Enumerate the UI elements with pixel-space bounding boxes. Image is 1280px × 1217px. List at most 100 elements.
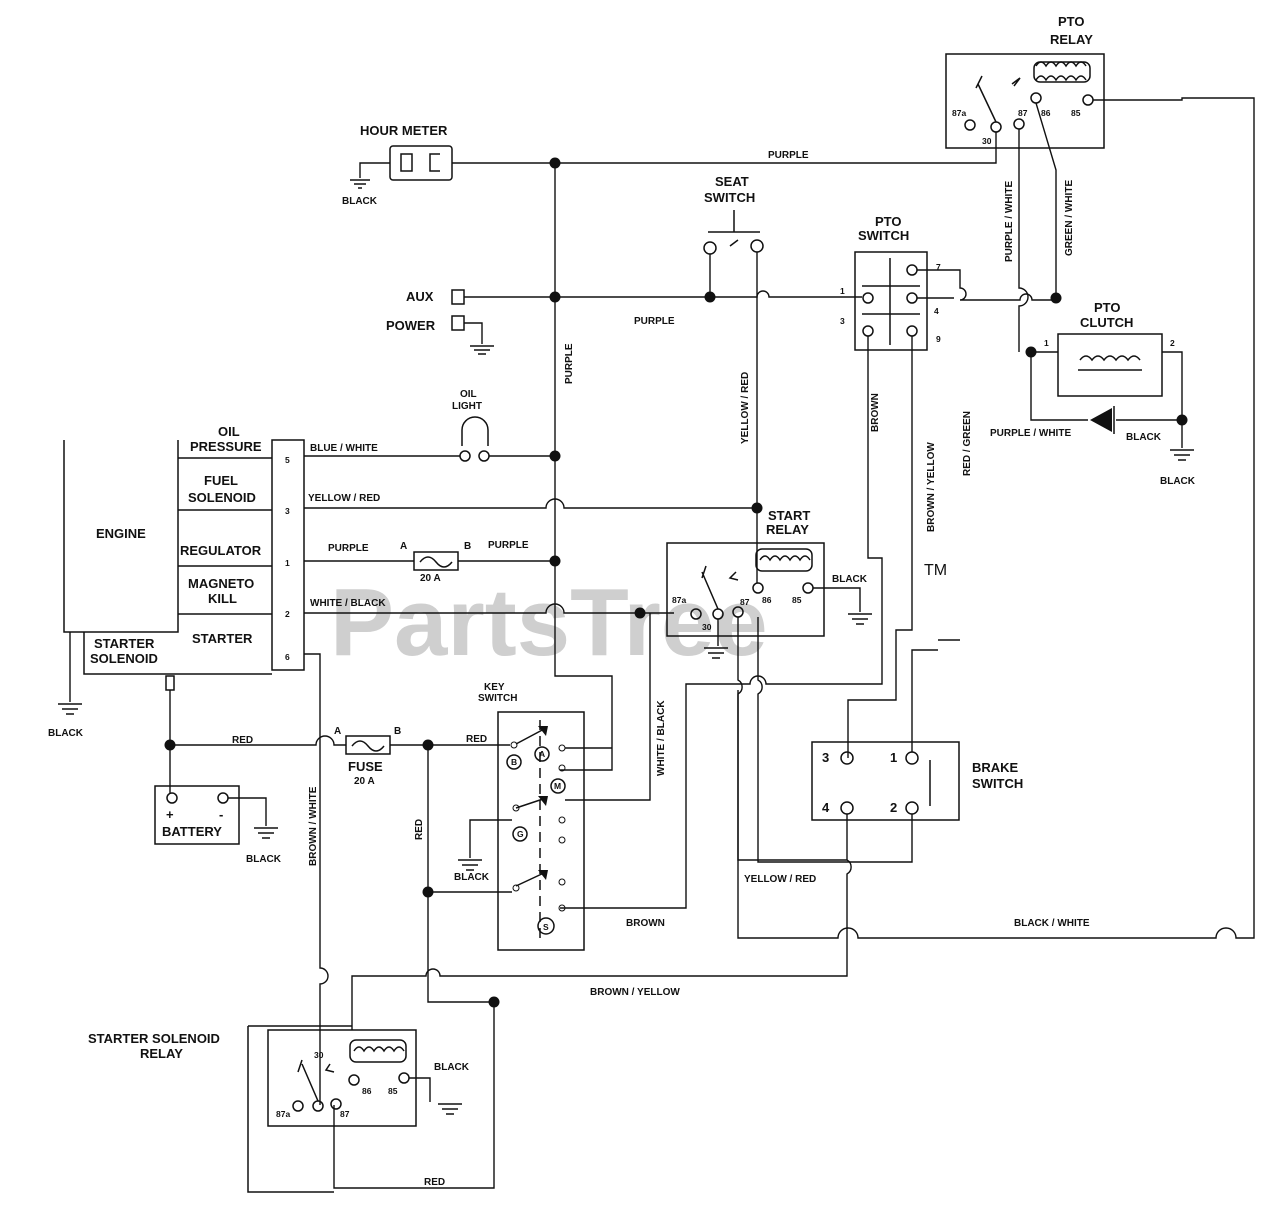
wire-yellow-red <box>304 498 757 509</box>
start-relay: START RELAY 87a 30 87 86 85 BLACK <box>666 508 872 659</box>
starter-solenoid-label-2: SOLENOID <box>90 651 158 666</box>
wire-brown-key-label: BROWN <box>626 918 665 929</box>
pto-relay-30: 30 <box>982 136 992 146</box>
watermark: PartsTree <box>330 569 768 676</box>
start-relay-black-label: BLACK <box>832 574 868 585</box>
brake-switch-box <box>811 741 960 821</box>
start-relay-85-terminal <box>802 582 814 594</box>
engine: ENGINE OIL PRESSURE FUEL SOLENOID REGULA… <box>48 424 272 739</box>
wire-yellow-red-lower <box>351 617 852 1030</box>
starter-solenoid-relay-86-terminal <box>348 1074 360 1086</box>
start-relay-86-terminal <box>752 582 764 594</box>
hour-meter-terminal-right <box>429 153 440 172</box>
pto-relay-87-terminal <box>1013 118 1025 130</box>
starter-solenoid-relay-outer <box>247 1026 334 1193</box>
key-switch-dot <box>512 804 520 812</box>
wire-purple-top-label: PURPLE <box>768 150 809 161</box>
wire-red-bottom-label: RED <box>424 1177 445 1188</box>
hour-meter-ground-label: BLACK <box>342 196 378 207</box>
key-switch-dot <box>558 878 566 886</box>
wire-purple-regulator-label: PURPLE <box>328 543 369 554</box>
wire-yellow-red-vertical-label: YELLOW / RED <box>740 372 751 444</box>
brake-t2: 2 <box>890 800 897 815</box>
wire-white-black <box>304 603 640 614</box>
plug-pin-3: 3 <box>285 506 290 516</box>
key-g: G <box>517 829 524 839</box>
pto-switch-terminal-4 <box>906 292 918 304</box>
start-relay-label-2: RELAY <box>766 522 809 537</box>
engine-ground-icon <box>58 632 82 715</box>
wire-white-black-label: WHITE / BLACK <box>310 598 386 609</box>
wire-purple-regulator-label-b: PURPLE <box>488 540 529 551</box>
start-relay-30: 30 <box>702 622 712 632</box>
main-fuse: A B FUSE 20 A <box>334 726 401 787</box>
pto-relay-86-terminal <box>1030 92 1042 104</box>
engine-box <box>63 440 179 633</box>
battery-plus: + <box>166 807 174 822</box>
brake-switch-label-1: BRAKE <box>972 760 1019 775</box>
oil-light-label-1: OIL <box>460 389 477 400</box>
battery-box <box>154 785 240 845</box>
pto-relay-label-1: PTO <box>1058 14 1085 29</box>
seat-switch-actuator <box>708 210 760 233</box>
start-relay-86: 86 <box>762 595 772 605</box>
pto-switch-t1: 1 <box>840 286 845 296</box>
pto-relay-label-2: RELAY <box>1050 32 1093 47</box>
key-switch: KEY SWITCH B A M G S <box>478 682 585 951</box>
wire-brake-2 <box>757 617 913 863</box>
junction-dot <box>1050 292 1062 304</box>
wire-purple-bus-label: PURPLE <box>564 343 575 384</box>
pto-switch-t3: 3 <box>840 316 845 326</box>
starter-solenoid-relay: STARTER SOLENOID RELAY 87a 30 87 86 85 B… <box>88 1025 470 1193</box>
junction-dot <box>549 555 561 567</box>
key-terminal-s <box>537 917 555 935</box>
brake-terminal-2 <box>905 801 919 815</box>
key-a: A <box>539 749 545 759</box>
junction-dot <box>488 996 500 1008</box>
key-switch-dot <box>512 884 520 892</box>
main-fuse-label: FUSE <box>348 759 383 774</box>
oil-light-label-2: LIGHT <box>452 401 482 412</box>
wire-brake-1 <box>911 649 938 752</box>
pto-switch-t9: 9 <box>936 334 941 344</box>
battery-positive-terminal <box>166 792 178 804</box>
pto-clutch: PTO CLUTCH 1 2 <box>1044 300 1175 397</box>
wire-white-black-key <box>565 613 651 801</box>
wire-purple-white-label: PURPLE / WHITE <box>1004 181 1015 262</box>
key-switch-box <box>497 711 585 951</box>
key-terminal-m <box>550 778 566 794</box>
pto-switch-terminal-9 <box>906 325 918 337</box>
pto-switch-terminal-1 <box>862 292 874 304</box>
wire-white-black-key-label: WHITE / BLACK <box>656 700 667 776</box>
pto-relay: PTO RELAY 87a 30 87 86 85 <box>945 14 1105 149</box>
brake-terminal-3 <box>840 751 854 765</box>
pto-switch-contacts <box>862 258 920 345</box>
inline-fuse-icon <box>419 556 453 568</box>
starter-solenoid-relay-87: 87 <box>340 1109 350 1119</box>
power-ground-icon <box>464 322 494 355</box>
battery-ground-icon <box>228 797 278 839</box>
wire-brown-white <box>304 653 329 1105</box>
aux-label: AUX <box>406 289 434 304</box>
fuel-solenoid-label-1: FUEL <box>204 473 238 488</box>
wire-purple-top <box>452 132 997 164</box>
start-relay-85: 85 <box>792 595 802 605</box>
wire-yellow-red-lower-label: YELLOW / RED <box>744 874 816 885</box>
wire-green-white-vertical <box>1035 102 1057 300</box>
starter-solenoid-relay-label-2: RELAY <box>140 1046 183 1061</box>
starter-solenoid-box <box>83 632 272 675</box>
oil-pressure-label-1: OIL <box>218 424 240 439</box>
hour-meter-terminal-left <box>400 153 413 172</box>
pto-clutch-label-2: CLUTCH <box>1080 315 1133 330</box>
wire-purple-bus <box>554 163 613 771</box>
pto-switch: PTO SWITCH 1 3 7 4 9 <box>840 214 941 351</box>
pto-clutch-t1: 1 <box>1044 338 1049 348</box>
key-terminal-a <box>534 746 550 762</box>
oil-light-bulb-icon <box>461 416 489 446</box>
starter-solenoid-relay-coil-icon <box>353 1046 405 1053</box>
hour-meter: HOUR METER BLACK <box>342 123 453 207</box>
wire-brown-yellow-upper-label: BROWN / YELLOW <box>926 442 937 532</box>
starter-solenoid-relay-87a-terminal <box>292 1100 304 1112</box>
start-relay-ground-icon <box>704 619 728 659</box>
